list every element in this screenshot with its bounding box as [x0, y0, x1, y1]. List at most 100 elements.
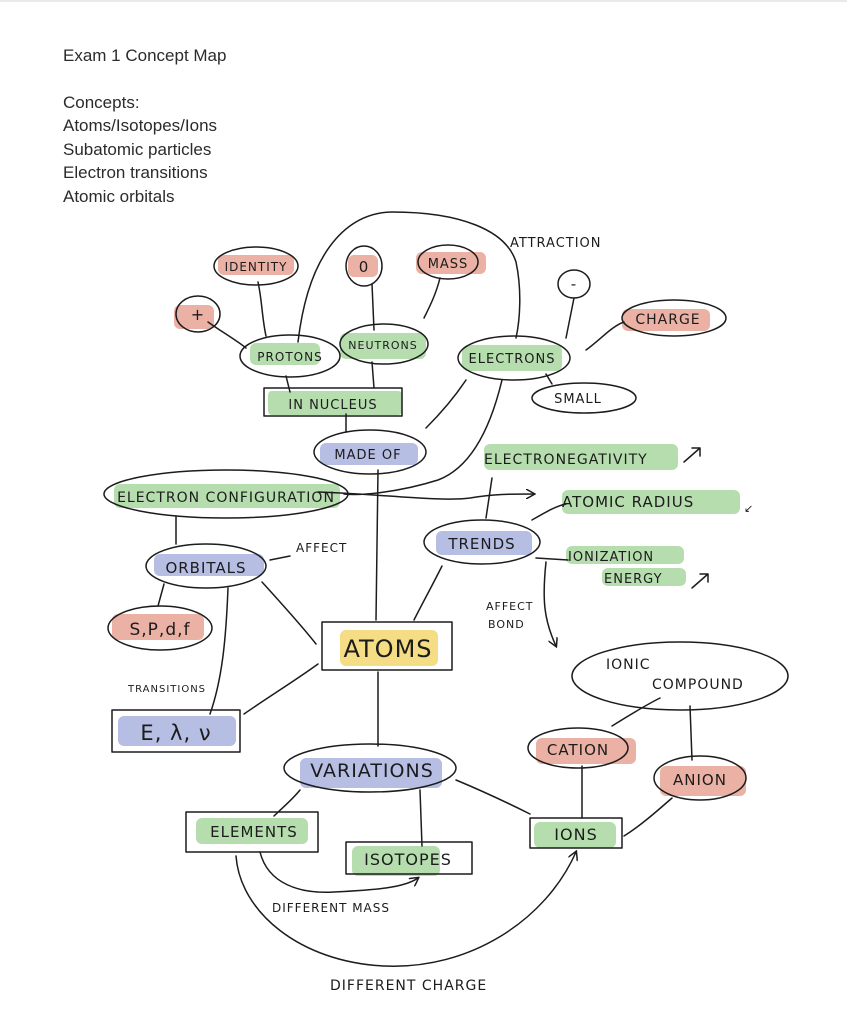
connector [243, 663, 319, 715]
connector [371, 283, 375, 331]
connector-lines [157, 211, 709, 967]
window-top-edge [0, 0, 847, 2]
elements-label: ELEMENTS [210, 823, 298, 841]
concept-item: Electron transitions [63, 163, 208, 182]
highlight-zero [348, 255, 378, 277]
notes-header: Exam 1 Concept Map Concepts: Atoms/Isoto… [63, 44, 226, 208]
electron-config-node-outline [103, 469, 349, 519]
connector [425, 379, 467, 429]
connector [535, 557, 569, 561]
atoms-label: ATOMS [343, 635, 432, 663]
e-lambda-nu-label: E, λ, ν [140, 721, 211, 745]
small-node-outline [531, 382, 637, 414]
atoms-box-outline [321, 621, 453, 671]
highlight-variations [300, 758, 442, 788]
e-lambda-nu-outline [111, 709, 241, 753]
connector [623, 797, 673, 837]
charge-label: CHARGE [635, 312, 700, 328]
transitions-label: TRANSITIONS [127, 684, 206, 695]
connector [273, 789, 301, 817]
mass-node-outline [417, 244, 479, 280]
zero-label: 0 [359, 258, 370, 276]
highlight-protons [250, 343, 320, 365]
identity-node-outline [213, 246, 299, 286]
highlight-atoms [340, 630, 438, 666]
ionic-label: IONIC [606, 657, 651, 673]
highlight-elements [196, 818, 308, 844]
highlight-energy [602, 568, 686, 586]
highlight-electronegativity [484, 444, 678, 470]
highlight-spdf [112, 614, 204, 640]
compound-label: COMPOUND [652, 677, 744, 693]
made-of-label: MADE OF [334, 448, 401, 463]
variations-label: VARIATIONS [310, 760, 434, 782]
concept-item: Atomic orbitals [63, 186, 175, 206]
made-of-node-outline [313, 429, 427, 475]
connector [455, 779, 531, 815]
different-charge-label: DIFFERENT CHARGE [330, 978, 487, 994]
in-nucleus-outline [263, 387, 403, 417]
highlight-atomic-radius [562, 490, 740, 514]
highlight-trends [436, 531, 532, 555]
isotopes-box-outline [345, 841, 473, 875]
elements-box-outline [185, 811, 319, 853]
connector [269, 555, 291, 561]
spdf-label: S,P,d,f [129, 620, 190, 640]
connector [285, 375, 291, 393]
highlight-charge [622, 309, 710, 331]
affect-bond-label-2: BOND [488, 618, 525, 631]
ionization-label: IONIZATION [568, 550, 654, 565]
highlight-made-of [320, 443, 418, 465]
protons-node-outline [239, 334, 341, 378]
ionic-compound-outline [571, 641, 789, 711]
highlight-in-nucleus [268, 391, 402, 415]
electrons-label: ELECTRONS [469, 352, 556, 367]
highlight-positive [174, 305, 214, 329]
node-outlines [103, 244, 789, 875]
concept-item: Subatomic particles [63, 139, 212, 159]
anion-label: ANION [673, 771, 727, 789]
page-title: Exam 1 Concept Map [63, 46, 227, 65]
concept-item: Atoms/Isotopes/Ions [63, 116, 218, 135]
identity-label: IDENTITY [225, 260, 288, 274]
connector [423, 277, 441, 319]
highlight-ions [534, 822, 616, 848]
connector [157, 583, 165, 607]
highlight-electrons [462, 345, 562, 371]
negative-label: - [571, 275, 577, 293]
atomic-radius-label: ATOMIC RADIUS [562, 493, 694, 511]
highlights [112, 252, 746, 876]
connector [257, 281, 267, 337]
protons-label: PROTONS [257, 350, 322, 364]
orbitals-label: ORBITALS [165, 559, 246, 577]
isotopes-label: ISOTOPES [364, 850, 452, 869]
in-nucleus-label: IN NUCLEUS [288, 398, 377, 413]
trend-up-arrow [691, 573, 709, 589]
charge-node-outline [621, 299, 727, 337]
connector [419, 789, 423, 847]
highlight-ionization [566, 546, 684, 564]
electronegativity-arrow-label: ↙ [744, 502, 754, 515]
trend-up-arrow [683, 447, 701, 463]
ions-box-outline [529, 817, 623, 849]
small-label: SMALL [554, 392, 602, 407]
positive-node-outline [175, 295, 221, 333]
connector [543, 561, 556, 646]
negative-node-outline [557, 269, 591, 299]
connector [297, 211, 521, 343]
trends-label: TRENDS [447, 535, 515, 553]
affect-bond-label-1: AFFECT [486, 600, 534, 613]
highlight-electron-config [114, 484, 340, 508]
electron-config-label: ELECTRON CONFIGURATION [117, 490, 335, 506]
spdf-node-outline [107, 605, 213, 651]
anion-node-outline [653, 755, 747, 801]
electronegativity-label: ELECTRONEGATIVITY [484, 452, 648, 468]
connector [371, 361, 375, 389]
highlight-mass [416, 252, 486, 274]
highlight-e-lambda-nu [118, 716, 236, 746]
zero-node-outline [345, 245, 383, 287]
connector [485, 477, 493, 519]
connector [259, 851, 418, 893]
affect-label: AFFECT [296, 541, 347, 555]
